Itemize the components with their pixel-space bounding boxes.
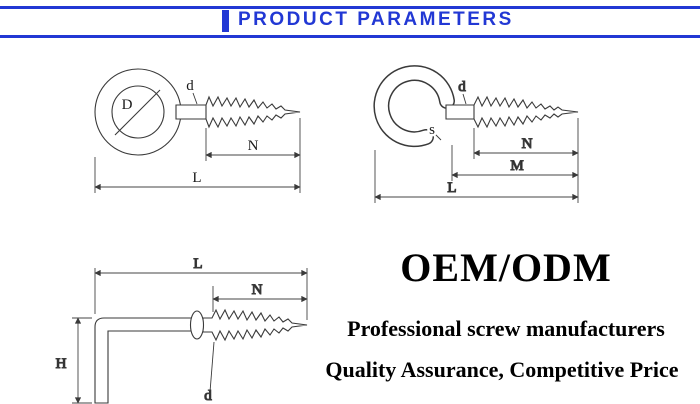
section-title: PRODUCT PARAMETERS [238,9,514,30]
dim-label-d: d [204,388,212,404]
d-leader-line [462,93,467,105]
oem-odm-headline: OEM/ODM [400,245,612,290]
hook-wire-body [94,317,194,404]
dim-label-d: d [458,79,466,95]
closed-eye-screw-diagram: D d N L [94,68,301,193]
screw-shank-thread [202,308,308,342]
open-eye-screw-diagram: d s N M L [373,65,579,203]
dim-label-s: s [429,122,435,138]
dim-label-M: M [510,158,523,174]
dim-label-d: d [186,78,194,94]
promo-line-1: Professional screw manufacturers [347,316,665,341]
dimensions-l-hook [72,268,308,404]
screw-head-flange [189,310,205,340]
dim-label-H: H [56,356,67,372]
dim-label-L: L [447,180,456,196]
d-leader-line [209,341,215,393]
s-leader-line [433,132,442,141]
dim-label-L: L [193,256,202,272]
header-bottom-rule [0,35,700,38]
dim-label-N: N [522,136,533,152]
dim-label-L: L [192,170,201,186]
eye-inner-ring [111,85,165,139]
d-leader-line [192,92,198,105]
promo-line-2: Quality Assurance, Competitive Price [325,357,679,382]
dimensions-open-eye [374,118,579,203]
screw-shank-thread [175,95,301,129]
screw-shank-thread [445,95,579,129]
diameter-line [114,89,161,136]
dim-label-D: D [122,97,133,113]
open-eye-fill [374,66,454,146]
dimensions-closed-eye [94,118,301,193]
dim-label-N: N [252,282,263,298]
header-top-rule [0,6,700,9]
header-accent-bar [222,10,229,32]
l-hook-screw-diagram: L N H d [55,255,308,404]
dim-label-N: N [248,138,259,154]
